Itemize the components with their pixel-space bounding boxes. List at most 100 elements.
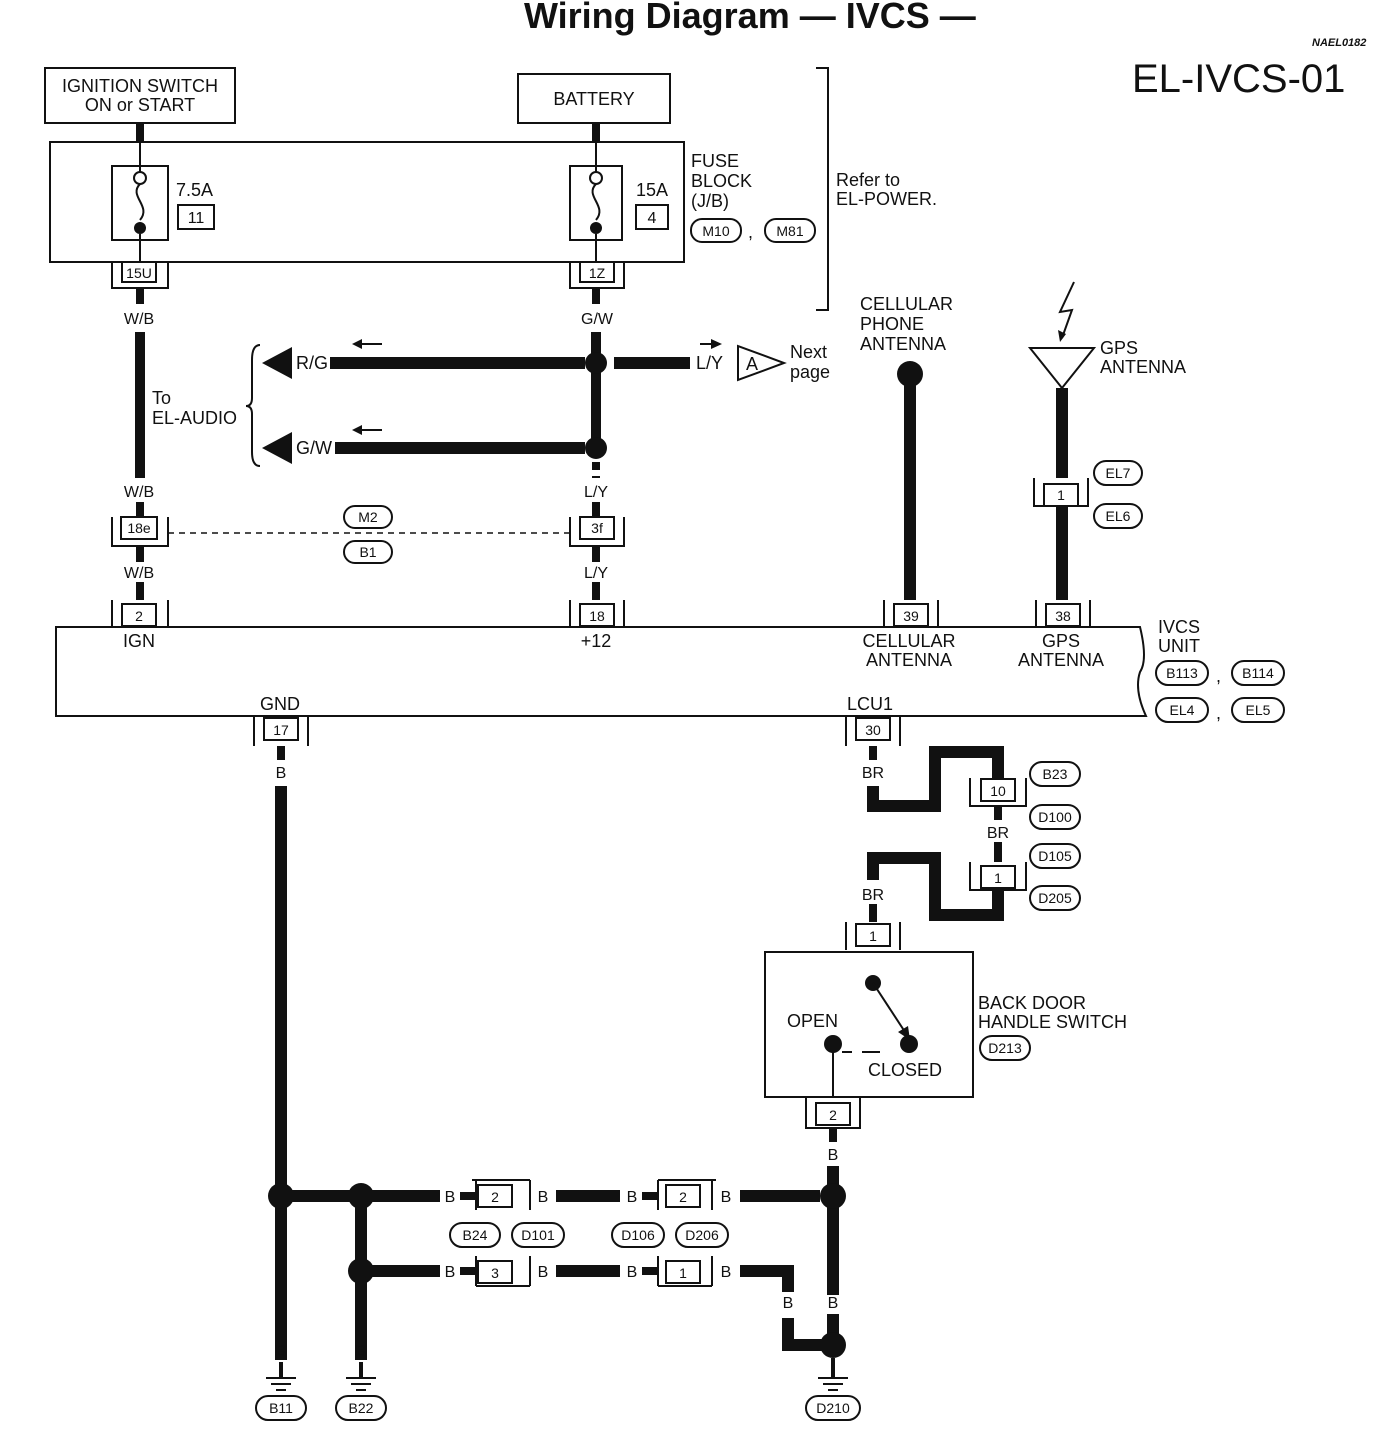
fuse-block-connector-m81: M81 bbox=[764, 218, 816, 243]
fuse-block-connector-m10: M10 bbox=[690, 218, 742, 243]
switch-pin-1: 1 bbox=[845, 922, 901, 950]
pin-lcu1: 30 bbox=[845, 716, 901, 746]
wire-label-br-3: BR bbox=[862, 887, 884, 904]
splice-rg bbox=[585, 352, 607, 374]
gps-code-el7-label: EL7 bbox=[1106, 465, 1131, 481]
br-connector-10: 10 bbox=[969, 778, 1027, 807]
switch-closed-label: CLOSED bbox=[868, 1060, 942, 1080]
ivcs-code-b114-label: B114 bbox=[1242, 665, 1274, 681]
code-b24-label: B24 bbox=[463, 1227, 488, 1243]
flow-arrow-gw bbox=[352, 425, 382, 435]
fuse-block-name-1: FUSE bbox=[691, 151, 739, 171]
ground-connector-right-top-label: 2 bbox=[679, 1189, 687, 1205]
harness-code-b1-label: B1 bbox=[359, 544, 376, 560]
flow-arrow-rg bbox=[352, 339, 382, 349]
audio-bracket bbox=[245, 344, 261, 467]
next-page-marker[interactable]: A bbox=[737, 344, 787, 382]
ivcs-unit-label-2: UNIT bbox=[1158, 636, 1200, 656]
fuse-symbol-right bbox=[569, 142, 623, 241]
gps-connector-1-label: 1 bbox=[1057, 487, 1065, 503]
wire-label-ly-1: L/Y bbox=[696, 353, 723, 373]
ground-code-b11-label: B11 bbox=[269, 1400, 293, 1416]
pin-cellular-label-1: CELLULAR bbox=[862, 631, 955, 651]
harness-code-m2-label: M2 bbox=[358, 509, 378, 525]
br-connector-1-label: 1 bbox=[994, 870, 1002, 886]
pin-gnd-label: GND bbox=[260, 694, 300, 714]
ground-code-d210-label: D210 bbox=[816, 1400, 850, 1416]
refer-note-2: EL-POWER. bbox=[836, 189, 937, 209]
ignition-switch-label-1: IGNITION SWITCH bbox=[62, 76, 218, 96]
ivcs-code-b113: B113 bbox=[1155, 660, 1209, 686]
ivcs-unit-label-1: IVCS bbox=[1158, 617, 1200, 637]
fuse-symbol-left bbox=[111, 142, 169, 241]
wire-label-b-gnd: B bbox=[276, 765, 287, 782]
wire-label-ly-3: L/Y bbox=[584, 565, 608, 582]
terminal-1z: 1Z bbox=[569, 261, 625, 289]
wire-label-b-row2-e: B bbox=[783, 1295, 794, 1312]
wire-label-b-switch: B bbox=[828, 1147, 839, 1164]
ground-connector-right-bottom-label: 1 bbox=[679, 1265, 687, 1281]
fuse-left-number: 11 bbox=[188, 210, 205, 227]
ignition-switch-label-2: ON or START bbox=[85, 95, 195, 115]
harness-connector-18e: 18e bbox=[111, 516, 169, 547]
back-door-switch-code: D213 bbox=[979, 1035, 1031, 1061]
pin-gps-label-2: ANTENNA bbox=[1018, 650, 1104, 670]
gps-antenna-label-2: ANTENNA bbox=[1100, 357, 1186, 377]
battery-label: BATTERY bbox=[553, 89, 634, 109]
next-page-marker-label: A bbox=[746, 354, 758, 374]
ground-code-b22: B22 bbox=[335, 1395, 387, 1421]
splice-ground-5 bbox=[820, 1332, 846, 1358]
code-b23: B23 bbox=[1029, 761, 1081, 787]
fuse-block-connector-m10-label: M10 bbox=[702, 223, 729, 239]
pin-ign-num: 2 bbox=[135, 608, 143, 624]
pin-ign-label: IGN bbox=[123, 631, 155, 651]
back-door-switch-code-label: D213 bbox=[988, 1040, 1022, 1056]
fuse-block-connector-m81-label: M81 bbox=[776, 223, 803, 239]
switch-pin-1-label: 1 bbox=[869, 928, 877, 944]
fuse-right-rating: 15A bbox=[636, 180, 668, 200]
ground-icon-d210 bbox=[818, 1358, 848, 1391]
next-page-label-2: page bbox=[790, 362, 830, 382]
refer-bracket bbox=[816, 67, 829, 311]
wire-label-b-row2-c: B bbox=[627, 1264, 638, 1281]
pin-plus12: 18 bbox=[569, 600, 625, 627]
switch-open-label: OPEN bbox=[787, 1011, 838, 1031]
gps-code-el6-label: EL6 bbox=[1106, 508, 1131, 524]
wire-label-rg: R/G bbox=[296, 353, 328, 373]
wire-label-gw-1: G/W bbox=[581, 311, 614, 328]
wire-label-ly-2: L/Y bbox=[584, 484, 608, 501]
wire-label-b-row2-d: B bbox=[721, 1264, 732, 1281]
wire-label-b-row1-b: B bbox=[538, 1189, 549, 1206]
splice-ground-4 bbox=[820, 1183, 846, 1209]
fuse-block-name-3: (J/B) bbox=[691, 191, 729, 211]
pin-cellular-label-2: ANTENNA bbox=[866, 650, 952, 670]
fuse-block-comma: , bbox=[748, 222, 753, 242]
pin-lcu1-label: LCU1 bbox=[847, 694, 893, 714]
ground-connector-left-bottom-label: 3 bbox=[491, 1265, 499, 1281]
ivcs-comma-1: , bbox=[1216, 666, 1221, 686]
terminal-1z-label: 1Z bbox=[589, 265, 606, 281]
back-door-switch-label-1: BACK DOOR bbox=[978, 993, 1086, 1013]
wire-label-wb-2: W/B bbox=[124, 484, 154, 501]
wire-label-b-b22: B bbox=[356, 1343, 367, 1360]
ivcs-code-el5-label: EL5 bbox=[1246, 702, 1271, 718]
terminal-15u: 15U bbox=[111, 261, 169, 289]
br-connector-10-label: 10 bbox=[990, 783, 1006, 799]
ivcs-code-el4: EL4 bbox=[1155, 697, 1209, 723]
pin-plus12-num: 18 bbox=[589, 608, 605, 624]
cellular-antenna-label-2: PHONE bbox=[860, 314, 924, 334]
wire-label-b-row1-c: B bbox=[627, 1189, 638, 1206]
fuse-block-name-2: BLOCK bbox=[691, 171, 752, 191]
pin-gps-label-1: GPS bbox=[1042, 631, 1080, 651]
ignition-switch: IGNITION SWITCH ON or START bbox=[44, 67, 236, 124]
code-d206-label: D206 bbox=[685, 1227, 719, 1243]
code-d100: D100 bbox=[1029, 804, 1081, 830]
gps-code-el6: EL6 bbox=[1093, 503, 1143, 529]
audio-ref-2: EL-AUDIO bbox=[152, 408, 237, 428]
ground-icon-b22 bbox=[346, 1362, 376, 1391]
ground-code-b11: B11 bbox=[255, 1395, 307, 1421]
pin-gps-num: 38 bbox=[1055, 608, 1071, 624]
ground-connector-left-bottom: 3 bbox=[475, 1256, 531, 1287]
ivcs-code-b113-label: B113 bbox=[1166, 665, 1198, 681]
wire-label-br-1: BR bbox=[862, 765, 884, 782]
